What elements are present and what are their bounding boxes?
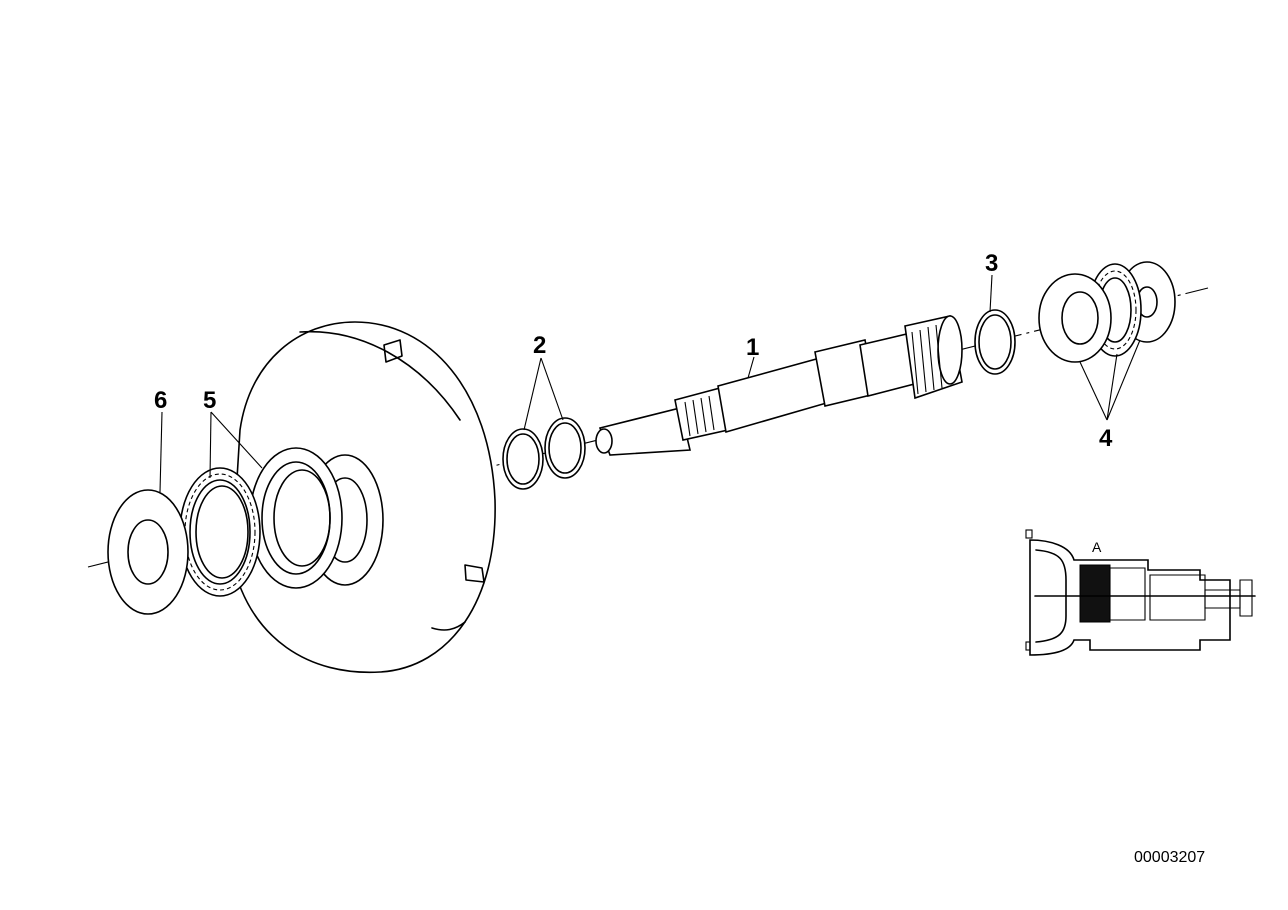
callout-labels: 1 2 3 4 5 6: [154, 250, 1113, 452]
callout-6: 6: [154, 387, 167, 414]
part-5-needle-bearing: [179, 467, 261, 597]
part-4-bearing-assembly: [1038, 261, 1176, 363]
callout-2: 2: [533, 332, 546, 359]
callout-4: 4: [1099, 425, 1113, 452]
part-3-ring: [974, 309, 1016, 375]
inset-transmission-section: A: [1025, 529, 1256, 656]
part-1-input-shaft: [595, 315, 963, 456]
leader-lines: [159, 274, 1141, 493]
document-number: 00003207: [1134, 849, 1205, 866]
part-5-bearing-race: [249, 447, 343, 589]
callout-1: 1: [746, 334, 759, 361]
callout-5: 5: [203, 387, 216, 414]
part-2-seal-rings: [502, 417, 586, 490]
part-6-thrust-washer: [107, 489, 189, 615]
inset-section-label: A: [1092, 539, 1102, 555]
callout-3: 3: [985, 250, 998, 277]
